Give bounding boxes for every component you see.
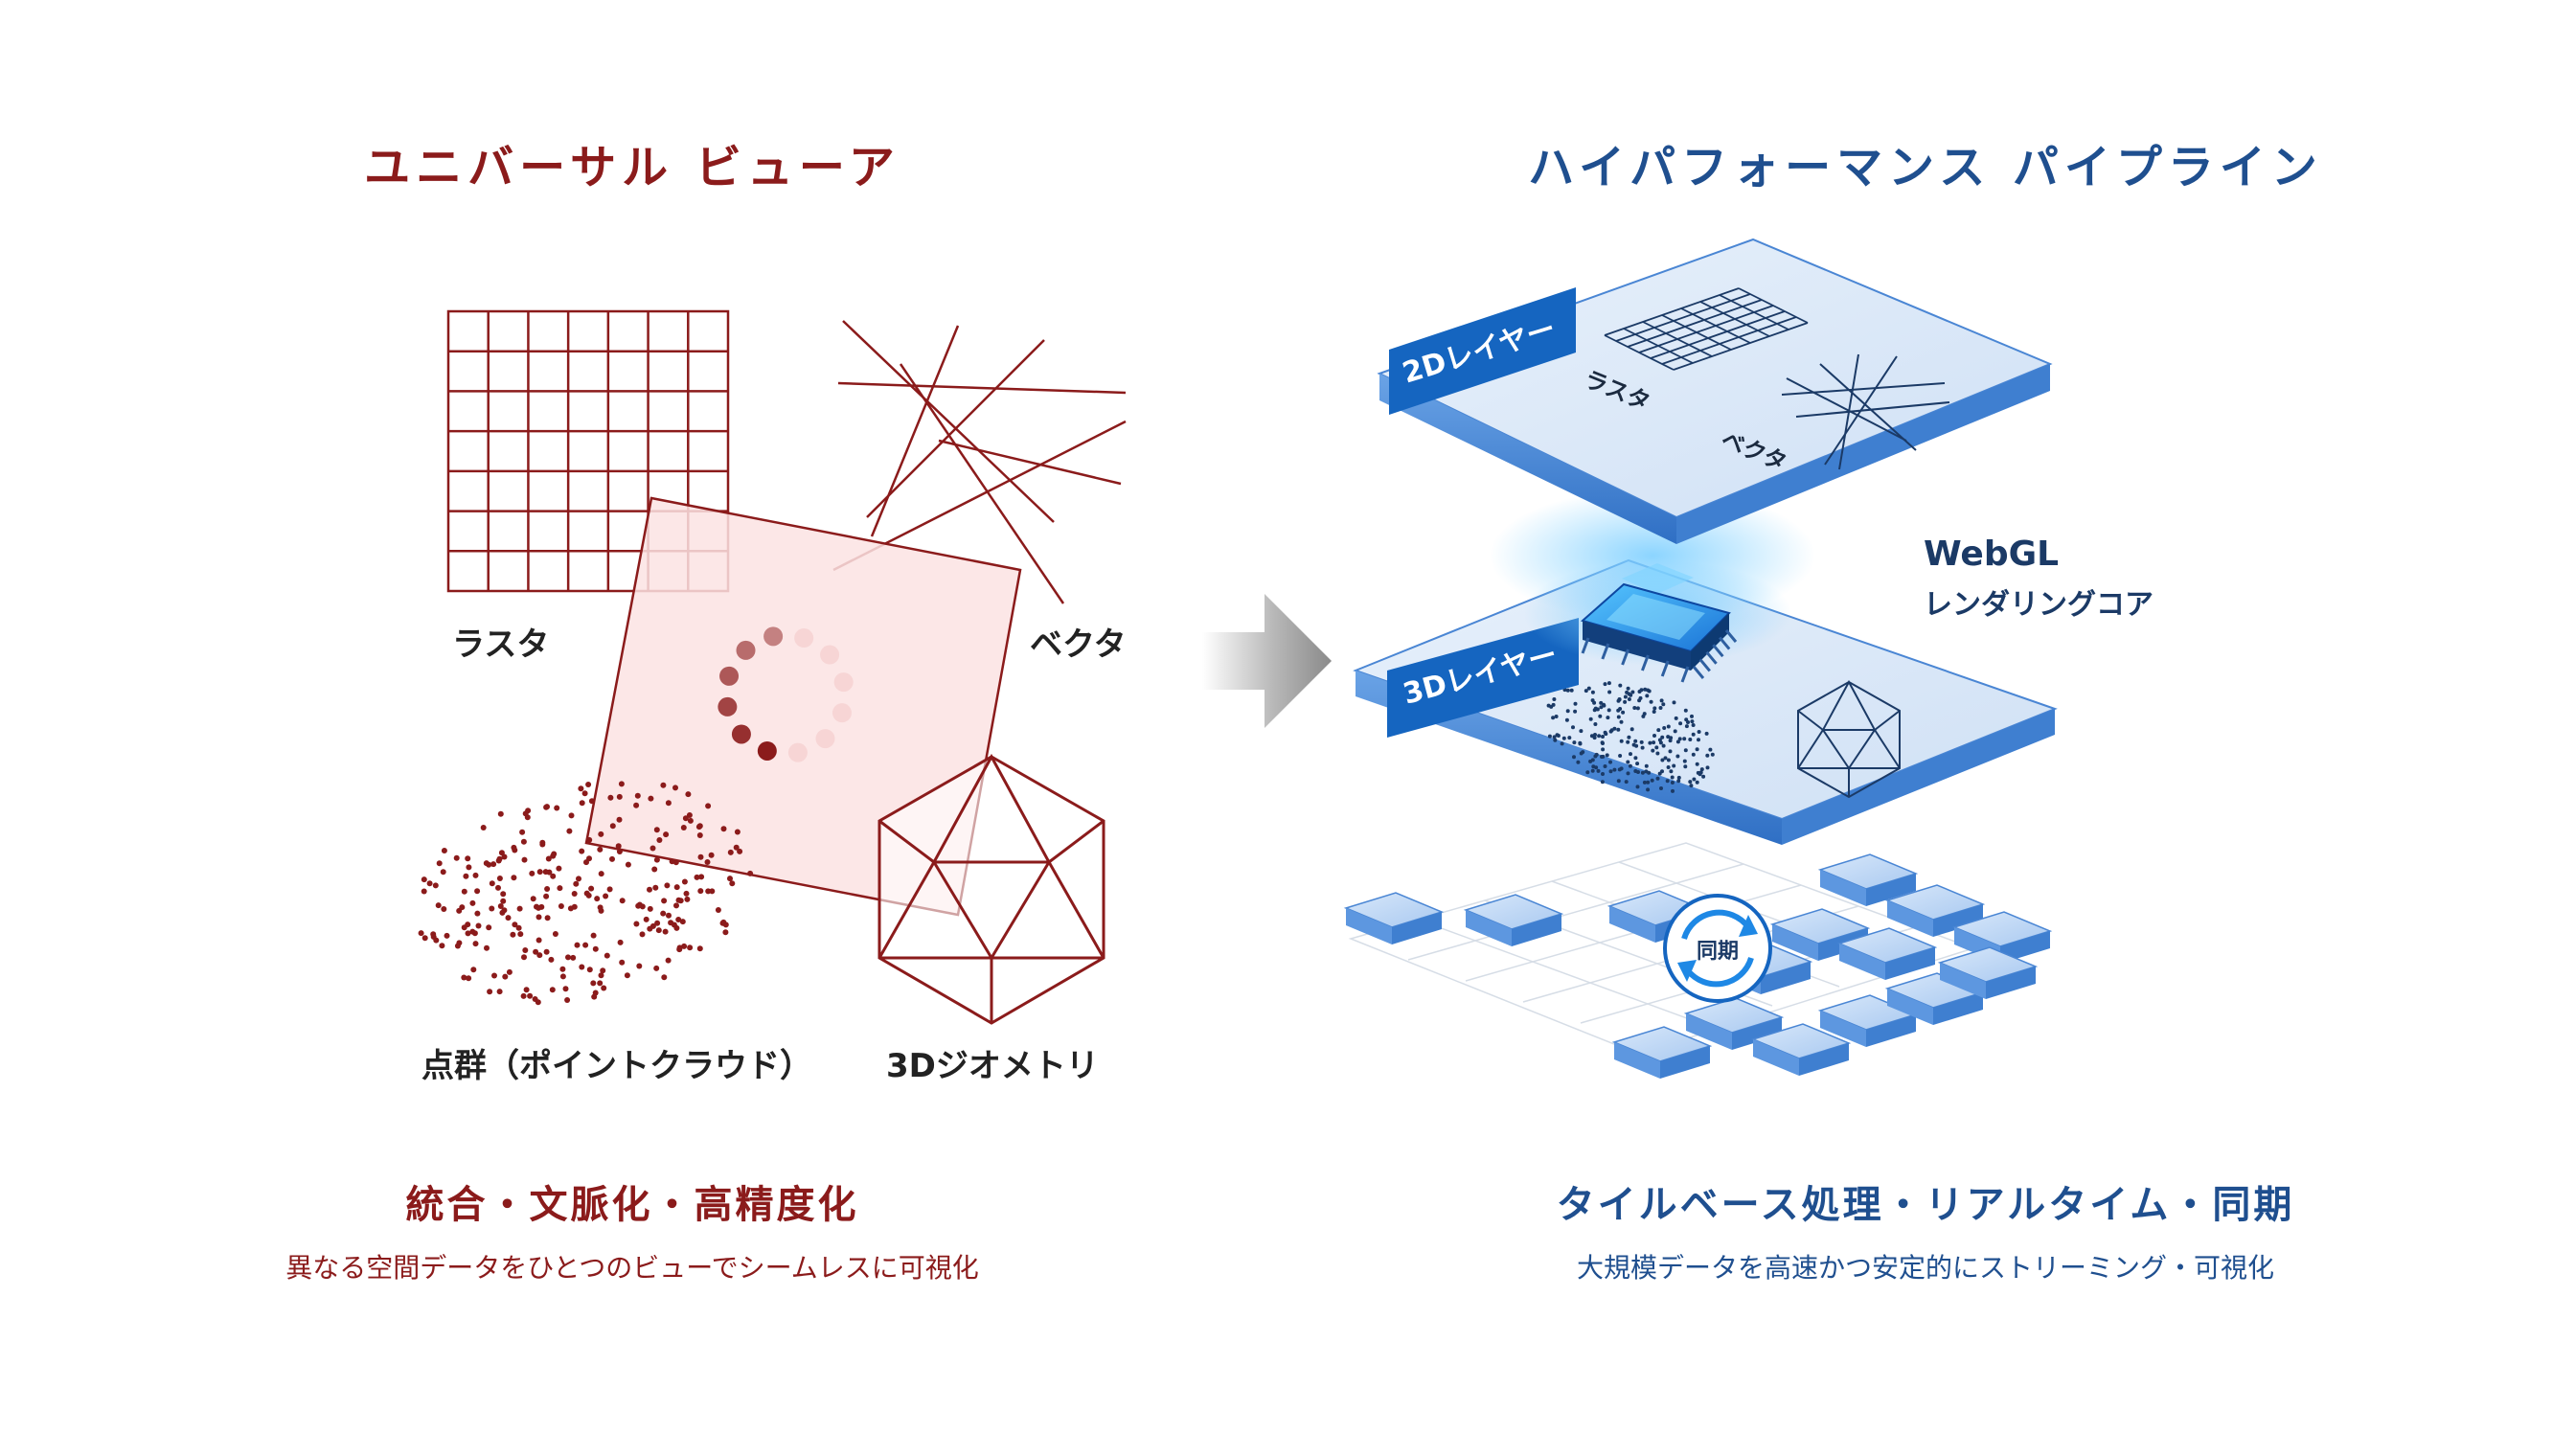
raster-label: ラスタ: [452, 626, 550, 664]
universal-viewer-description: 異なる空間データをひとつのビューでシームレスに可視化: [285, 1252, 979, 1284]
vector-label: ベクタ: [1030, 626, 1127, 664]
layer-2d-plate: [1377, 238, 2053, 544]
universal-viewer-title: ユニバーサル ビューア: [364, 141, 900, 194]
layer-3d-pointcloud-icon: [1546, 681, 1715, 793]
layer-2d-raster-icon: [1604, 287, 1809, 371]
layer-3d-icosahedron-icon: [1797, 679, 1901, 799]
layer-3d-tag: [1387, 618, 1579, 738]
sync-label: 同期: [1697, 940, 1739, 964]
layer-2d-vector-icon: [1781, 353, 1950, 470]
pointcloud-label: 点群（ポイントクラウド）: [422, 1047, 812, 1085]
layer-2d-tag: [1389, 287, 1576, 415]
pipeline-title: ハイパフォーマンス パイプライン: [1528, 141, 2323, 194]
universal-viewer-illustration: [418, 309, 1127, 1025]
loading-spinner-icon: [718, 626, 854, 762]
webgl-chip-icon: [1523, 560, 1791, 683]
webgl-subtitle: レンダリングコア: [1924, 588, 2153, 622]
pipeline-heading: タイルベース処理・リアルタイム・同期: [1556, 1183, 2295, 1227]
universal-viewer-heading: 統合・文脈化・高精度化: [405, 1183, 859, 1227]
pipeline-description: 大規模データを高速かつ安定的にストリーミング・可視化: [1576, 1252, 2274, 1284]
data-tiles: [1343, 853, 2053, 1079]
arrow-right-icon: [1202, 594, 1332, 728]
pipeline-illustration: 3Dレイヤー ラスタ ベクタ 2Dレイヤー: [1343, 238, 2058, 1079]
geometry-icosahedron-icon: [877, 753, 1105, 1025]
webgl-title: WebGL: [1924, 535, 2060, 574]
point-cloud-icon: [418, 781, 754, 1006]
geometry-label: 3Dジオメトリ: [886, 1047, 1099, 1085]
sync-icon: [1663, 894, 1772, 1003]
